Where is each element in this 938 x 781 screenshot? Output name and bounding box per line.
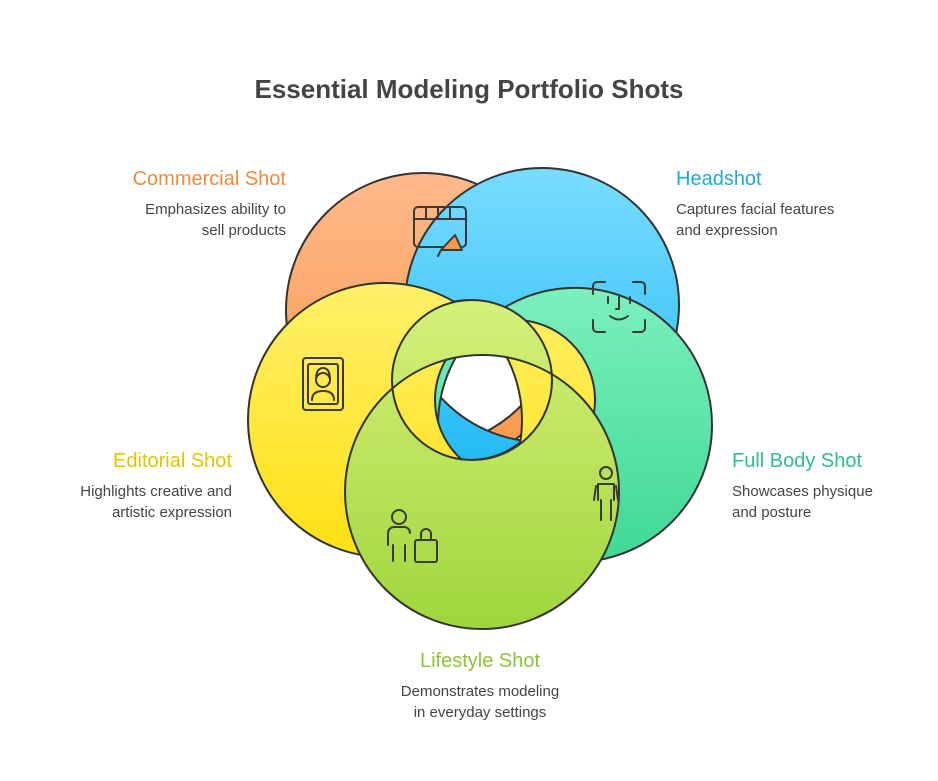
- desc-line: Demonstrates modeling: [400, 683, 560, 700]
- desc-line: Showcases physique: [732, 483, 873, 500]
- desc-line: Highlights creative and: [80, 483, 232, 500]
- label-commercial-title: Commercial Shot: [132, 168, 286, 190]
- full-body-person-icon: [593, 466, 619, 521]
- desc-line: sell products: [201, 222, 286, 239]
- label-editorial-title: Editorial Shot: [113, 450, 232, 472]
- label-lifestyle-description: Demonstrates modeling in everyday settin…: [330, 681, 630, 723]
- label-lifestyle: Lifestyle Shot Demonstrates modeling in …: [330, 649, 630, 723]
- desc-line: Captures facial features: [676, 201, 835, 218]
- page-title: Essential Modeling Portfolio Shots: [254, 74, 684, 104]
- label-fullbody: Full Body Shot Showcases physique and po…: [732, 449, 873, 523]
- label-fullbody-description: Showcases physique and posture: [732, 481, 873, 523]
- label-lifestyle-title: Lifestyle Shot: [419, 650, 541, 672]
- face-scan-icon: [592, 281, 646, 333]
- label-editorial: Editorial Shot Highlights creative and a…: [80, 449, 232, 523]
- desc-line: and expression: [676, 222, 778, 239]
- label-headshot: Headshot Captures facial features and ex…: [676, 167, 834, 241]
- desc-line: and posture: [732, 504, 812, 521]
- desc-line: Emphasizes ability to: [145, 201, 286, 218]
- person-shopping-bag-icon: [387, 509, 438, 563]
- desc-line: in everyday settings: [413, 704, 547, 721]
- film-megaphone-icon: [413, 206, 467, 257]
- label-headshot-description: Captures facial features and expression: [676, 199, 834, 241]
- label-commercial: Commercial Shot Emphasizes ability to se…: [133, 167, 286, 241]
- magazine-portrait-icon: [302, 357, 344, 411]
- label-commercial-description: Emphasizes ability to sell products: [133, 199, 286, 241]
- label-headshot-title: Headshot: [676, 168, 762, 190]
- label-fullbody-title: Full Body Shot: [732, 450, 863, 472]
- desc-line: artistic expression: [111, 504, 232, 521]
- petal-lifestyle: [343, 299, 621, 630]
- label-editorial-description: Highlights creative and artistic express…: [80, 481, 232, 523]
